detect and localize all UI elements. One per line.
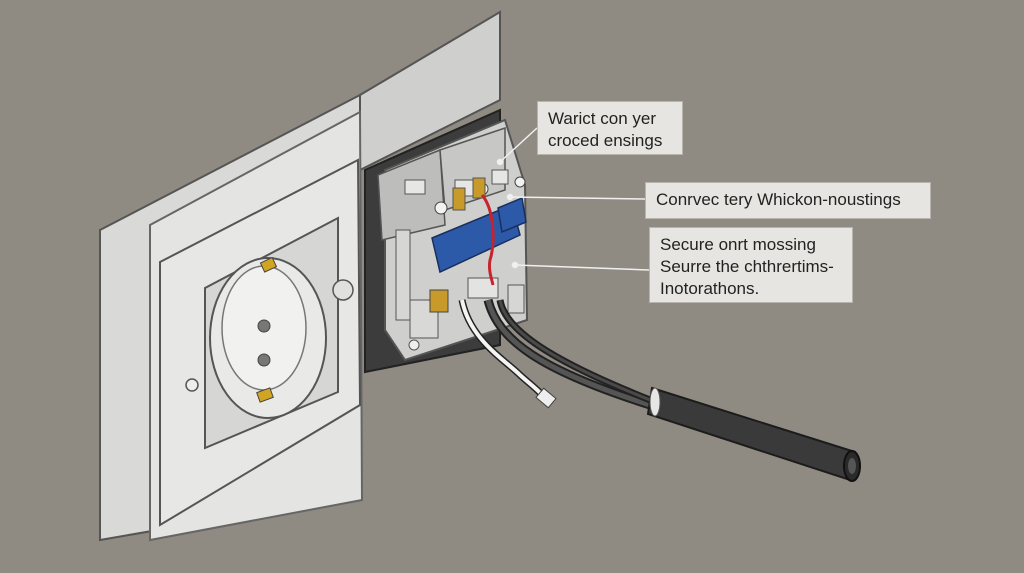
main-cable-sheath [646, 386, 857, 482]
callout-label-2: Conrvec tery Whickon-noustings [645, 182, 931, 219]
socket-pin-hole-bottom [257, 353, 271, 367]
faceplate-screw [185, 378, 199, 392]
callout-label-1: Warict con yer croced ensings [537, 101, 683, 155]
socket-pin-hole-top [257, 319, 271, 333]
blue-terminal-block [431, 203, 521, 274]
socket-faceplate [159, 158, 362, 527]
live-wire-red [480, 194, 495, 286]
callout-1-line-2: croced ensings [548, 131, 663, 150]
terminal-screw-3 [514, 176, 526, 188]
leader-line-1 [499, 127, 538, 163]
callout-2-line-1: Conrvec tery Whickon-noustings [656, 190, 901, 209]
callout-3-line-1: Secure onrt mossing [660, 235, 816, 254]
leader-line-2 [509, 196, 646, 200]
wires [458, 194, 861, 482]
brass-terminal-2 [472, 177, 486, 199]
cable-sleeve [649, 387, 661, 417]
brass-terminal-1 [452, 187, 466, 211]
wire-end-ferrule [535, 387, 557, 409]
leader-line-3 [514, 264, 650, 271]
terminal-screw-1 [434, 201, 448, 215]
callout-leaders [496, 127, 650, 271]
callout-1-line-1: Warict con yer [548, 109, 657, 128]
callout-label-3: Secure onrt mossing Seurre the chthrerti… [649, 227, 853, 303]
earth-clip-top [259, 256, 278, 273]
callout-3-line-3: Inotorathons. [660, 279, 760, 298]
callout-3-line-2: Seurre the chthrertims- [660, 257, 834, 276]
earth-clip-bottom [256, 387, 274, 403]
